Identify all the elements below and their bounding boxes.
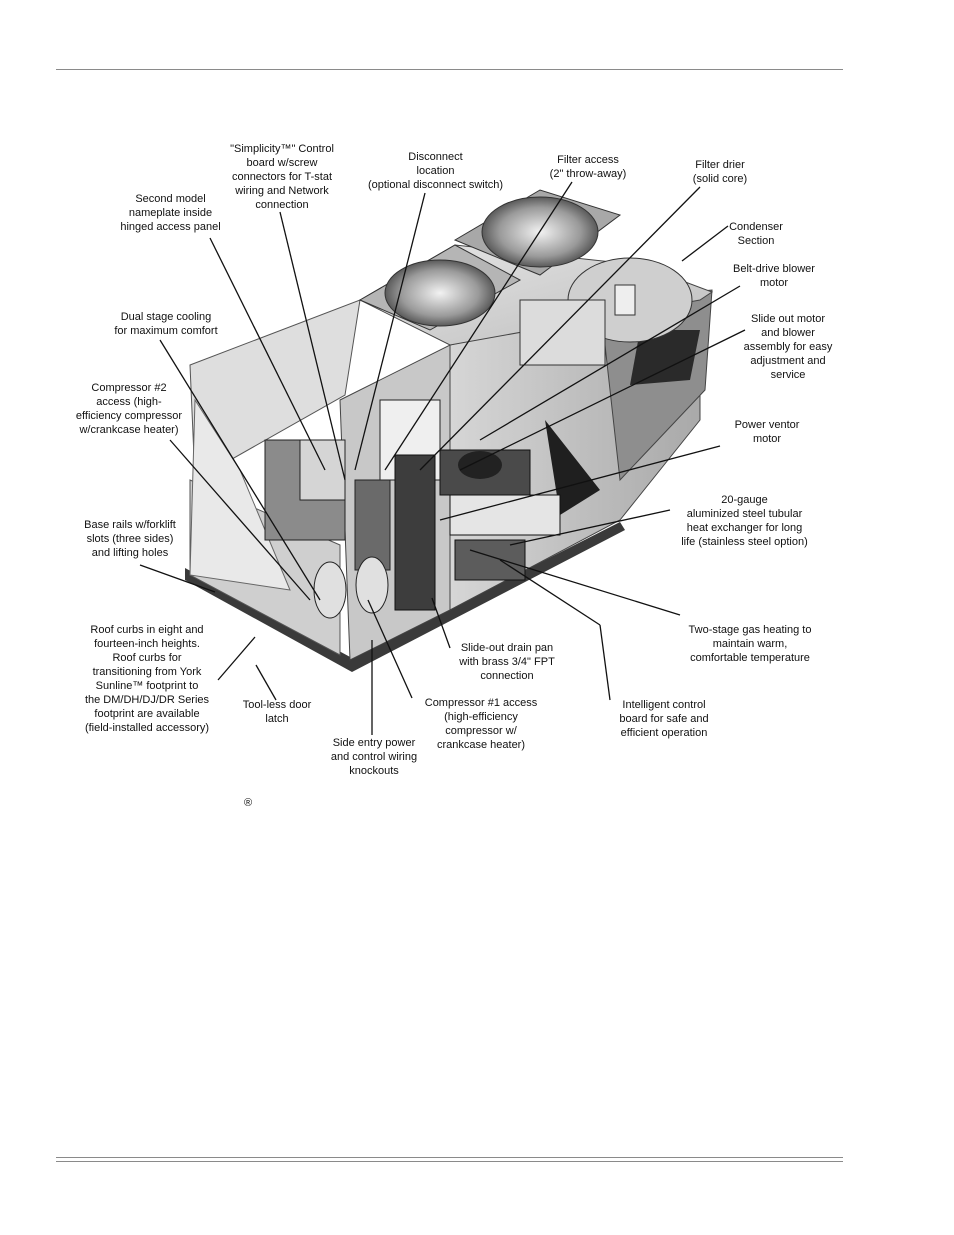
label-filter-drier: Filter drier (solid core) <box>692 159 748 185</box>
label-roof-curbs: Roof curbs in eight and fourteen-inch he… <box>84 624 210 734</box>
label-filter-access: Filter access (2" throw-away) <box>549 154 627 180</box>
label-second-nameplate: Second model nameplate inside hinged acc… <box>120 193 221 233</box>
label-base-rails: Base rails w/forklift slots (three sides… <box>84 519 176 559</box>
label-side-entry-knockouts: Side entry power and control wiring knoc… <box>330 737 418 777</box>
label-condenser-section: Condenser Section <box>729 221 783 247</box>
leader-lines <box>139 181 746 735</box>
label-toolless-door-latch: Tool-less door latch <box>242 699 312 725</box>
label-dual-stage-cooling: Dual stage cooling for maximum comfort <box>114 311 218 337</box>
label-power-ventor-motor: Power ventor motor <box>734 419 800 445</box>
label-simplicity-control-board: "Simplicity™" Control board w/screw conn… <box>230 143 334 211</box>
label-intelligent-control-board: Intelligent control board for safe and e… <box>619 699 709 739</box>
unit-body <box>185 189 714 672</box>
label-compressor-1: Compressor #1 access (high-efficiency co… <box>424 697 538 751</box>
label-disconnect-location: Disconnect location (optional disconnect… <box>367 151 504 191</box>
label-belt-drive-motor: Belt-drive blower motor <box>733 263 815 289</box>
label-two-stage-gas: Two-stage gas heating to maintain warm, … <box>688 624 812 664</box>
label-slide-out-motor: Slide out motor and blower assembly for … <box>743 313 833 381</box>
label-heat-exchanger: 20-gauge aluminized steel tubular heat e… <box>681 494 808 548</box>
header-rule <box>56 69 843 70</box>
registered-mark: ® <box>244 797 253 809</box>
footer-rule <box>56 1157 843 1162</box>
label-slide-out-drain-pan: Slide-out drain pan with brass 3/4" FPT … <box>459 642 555 682</box>
label-compressor-2: Compressor #2 access (high- efficiency c… <box>75 382 183 436</box>
